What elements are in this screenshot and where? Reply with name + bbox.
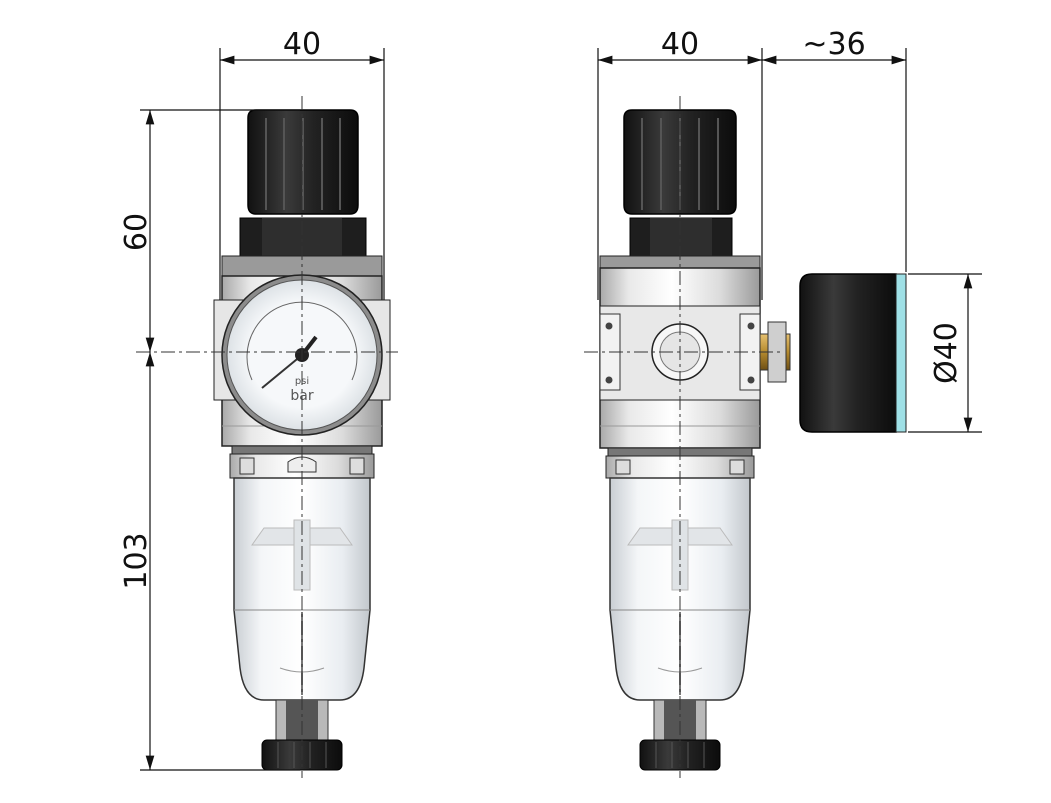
front-upper-height-dim: 60 <box>119 213 154 251</box>
side-pressure-gauge <box>799 273 907 433</box>
side-centerlines <box>584 96 782 778</box>
front-lower-height-dim: 103 <box>119 532 154 589</box>
front-centerlines <box>136 96 398 778</box>
side-width-dim: 40 <box>661 27 699 62</box>
front-view: psi bar <box>119 27 398 778</box>
front-dimensions <box>140 48 385 771</box>
side-dimensions <box>597 48 982 433</box>
front-knob <box>247 109 359 215</box>
front-width-dim: 40 <box>283 27 321 62</box>
front-threaded-neck <box>239 217 367 257</box>
side-view: 40 ~36 Ø40 <box>584 27 982 778</box>
side-gauge-diameter-dim: Ø40 <box>929 322 964 384</box>
side-threaded-neck <box>629 217 733 257</box>
side-gauge-offset-dim: ~36 <box>802 27 865 62</box>
